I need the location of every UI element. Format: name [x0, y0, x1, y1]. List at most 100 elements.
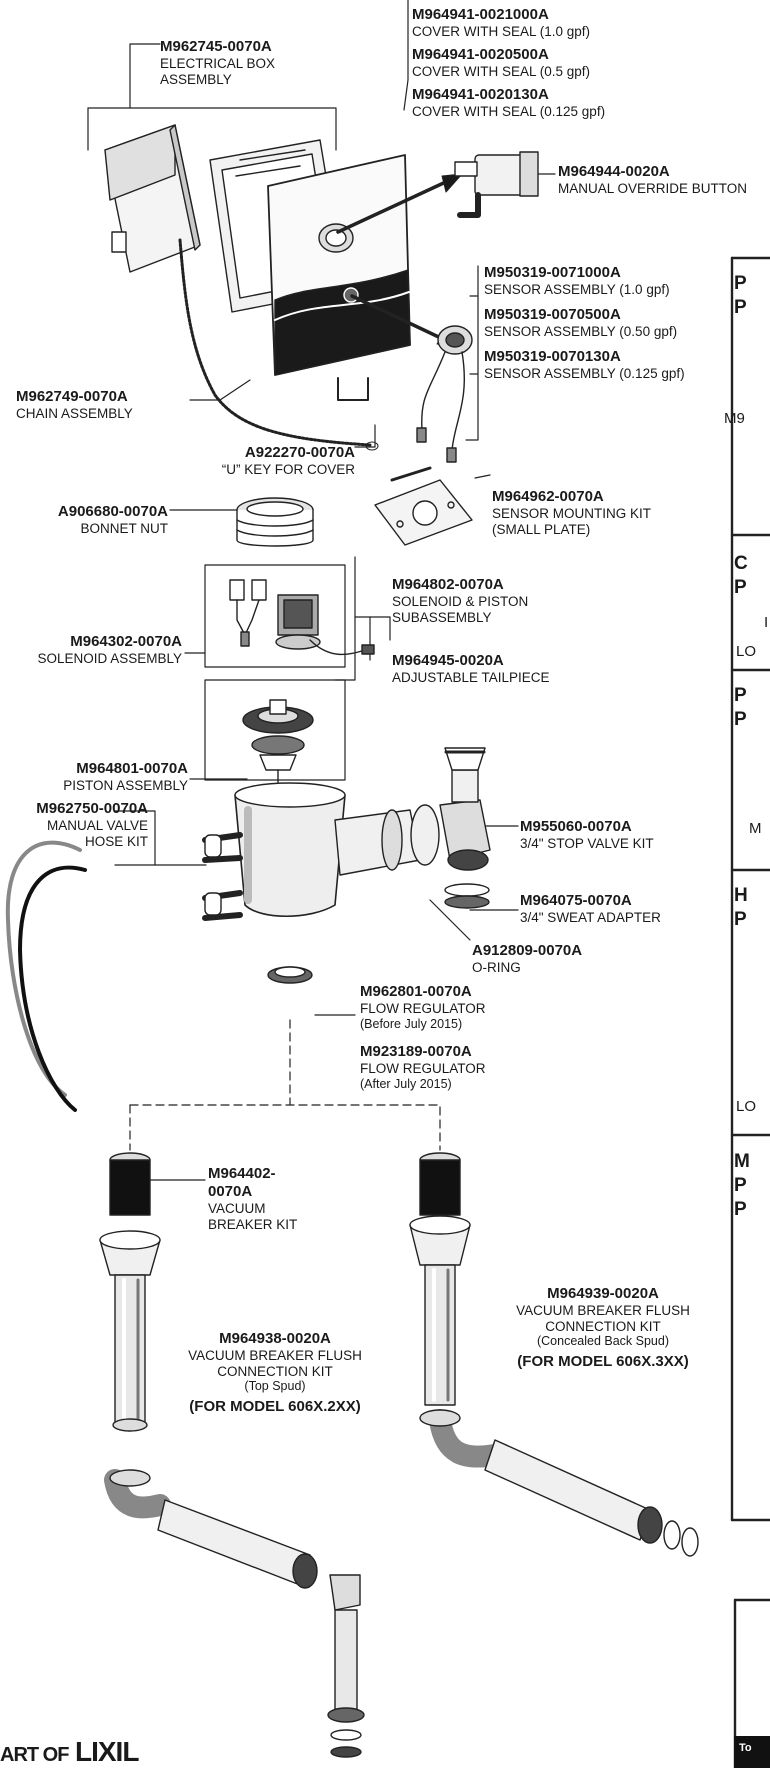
part-description: COVER WITH SEAL (1.0 gpf) — [412, 24, 591, 39]
side-panel-cell-4: H P — [734, 884, 748, 932]
part-number: M950319-0070130A — [484, 348, 621, 365]
label-bonnet-nut: A906680-0070A BONNET NUT — [20, 503, 168, 537]
label-sweat-adapter: M964075-0070A 3/4" SWEAT ADAPTER — [520, 892, 661, 926]
part-description: ADJUSTABLE TAILPIECE — [392, 670, 550, 685]
part-description: FLOW REGULATOR — [360, 1001, 486, 1016]
brand-logo: ART OF LIXIL — [0, 1736, 139, 1768]
part-description: PISTON ASSEMBLY — [63, 778, 188, 793]
solenoid-drawing — [229, 579, 375, 656]
side-fragment: LO — [736, 643, 757, 660]
sweat-adapter-drawing — [444, 883, 490, 909]
part-description: O-RING — [472, 960, 521, 975]
label-solenoid: M964302-0070A SOLENOID ASSEMBLY — [0, 633, 182, 667]
part-number: M964801-0070A — [76, 760, 188, 777]
valve-body-drawing — [202, 782, 440, 921]
part-description: VACUUM BREAKER FLUSH CONNECTION KIT — [516, 1303, 690, 1334]
side-letter: H — [734, 885, 748, 906]
label-chain: M962749-0070A CHAIN ASSEMBLY — [16, 388, 133, 422]
side-letter: P — [734, 1175, 747, 1196]
chain-drawing — [178, 238, 379, 451]
part-description: SOLENOID ASSEMBLY — [37, 651, 182, 666]
part-description: FLOW REGULATOR — [360, 1061, 486, 1076]
label-flush-top-spud: M964938-0020A VACUUM BREAKER FLUSH CONNE… — [160, 1330, 390, 1416]
brand-name: LIXIL — [75, 1736, 139, 1767]
part-number: A912809-0070A — [472, 942, 583, 959]
model-note: (FOR MODEL 606X.2XX) — [189, 1398, 361, 1415]
label-solenoid-piston: M964802-0070A SOLENOID & PISTON SUBASSEM… — [392, 576, 562, 625]
label-cover-1: M964941-0021000A COVER WITH SEAL (1.0 gp… — [412, 6, 590, 40]
side-footer-text: To — [739, 1742, 752, 1754]
vacuum-breaker-right — [419, 1152, 461, 1216]
u-key-drawing — [337, 377, 369, 401]
side-letter: P — [734, 577, 747, 598]
part-number: M962745-0070A — [160, 38, 272, 55]
label-sensor-mount: M964962-0070A SENSOR MOUNTING KIT (SMALL… — [492, 488, 667, 537]
label-vacuum-breaker: M964402-0070A VACUUM BREAKER KIT — [208, 1165, 318, 1232]
part-number: M964939-0020A — [547, 1285, 659, 1302]
side-letter: P — [734, 709, 747, 730]
bonnet-nut-drawing — [236, 497, 314, 547]
sensor-mount-drawing — [374, 466, 473, 546]
label-flush-back-spud: M964939-0020A VACUUM BREAKER FLUSH CONNE… — [488, 1285, 718, 1371]
model-note: (FOR MODEL 606X.3XX) — [517, 1353, 689, 1370]
part-description: SENSOR ASSEMBLY (0.125 gpf) — [484, 366, 685, 381]
part-note: (After July 2015) — [360, 1076, 452, 1091]
side-panel-cell-2: C P — [734, 552, 748, 600]
part-number: M964402-0070A — [208, 1165, 276, 1200]
part-number: M950319-0070500A — [484, 306, 621, 323]
side-letter: M — [734, 1151, 750, 1172]
side-letter: P — [734, 685, 747, 706]
part-number: M962749-0070A — [16, 388, 128, 405]
side-letter: P — [734, 909, 747, 930]
part-description: SOLENOID & PISTON SUBASSEMBLY — [392, 594, 529, 625]
manual-override-drawing — [454, 151, 539, 218]
label-flow-reg-after: M923189-0070A FLOW REGULATOR (After July… — [360, 1043, 486, 1092]
part-description: COVER WITH SEAL (0.5 gpf) — [412, 64, 591, 79]
flush-connection-back-spud-drawing — [409, 1215, 699, 1557]
leader-lines — [87, 0, 556, 1181]
part-description: “U” KEY FOR COVER — [221, 462, 355, 477]
part-note: (Before July 2015) — [360, 1016, 463, 1031]
side-letter: P — [734, 297, 747, 318]
label-manual-override: M964944-0020A MANUAL OVERRIDE BUTTON — [558, 163, 747, 197]
part-description: VACUUM BREAKER KIT — [208, 1201, 298, 1232]
side-fragment: M — [749, 820, 762, 837]
label-sensor-05: M950319-0070500A SENSOR ASSEMBLY (0.50 g… — [484, 306, 677, 340]
part-number: M964938-0020A — [219, 1330, 331, 1347]
part-description: COVER WITH SEAL (0.125 gpf) — [412, 104, 606, 119]
side-fragment: LO — [736, 1098, 757, 1115]
label-o-ring: A912809-0070A O-RING — [472, 942, 582, 976]
part-description: SENSOR ASSEMBLY (0.50 gpf) — [484, 324, 678, 339]
part-number: M964802-0070A — [392, 576, 504, 593]
flow-regulator-drawing — [267, 966, 313, 984]
solenoid-subassembly-box — [204, 564, 346, 781]
part-description: MANUAL VALVE HOSE KIT — [46, 818, 148, 849]
part-description: ELECTRICAL BOX ASSEMBLY — [160, 56, 276, 87]
part-number: M962750-0070A — [36, 800, 148, 817]
label-electrical-box: M962745-0070A ELECTRICAL BOX ASSEMBLY — [160, 38, 300, 87]
part-description: VACUUM BREAKER FLUSH CONNECTION KIT — [188, 1348, 362, 1379]
part-number: M964941-0021000A — [412, 6, 549, 23]
label-cover-0125: M964941-0020130A COVER WITH SEAL (0.125 … — [412, 86, 605, 120]
part-note: (Top Spud) — [244, 1379, 306, 1393]
part-description: SENSOR ASSEMBLY (1.0 gpf) — [484, 282, 670, 297]
label-tailpiece: M964945-0020A ADJUSTABLE TAILPIECE — [392, 652, 550, 686]
part-number: M962801-0070A — [360, 983, 472, 1000]
part-number: M964075-0070A — [520, 892, 632, 909]
side-letter: P — [734, 273, 747, 294]
part-description: SENSOR MOUNTING KIT (SMALL PLATE) — [492, 506, 651, 537]
side-panel-cell-5: M P P — [734, 1150, 750, 1222]
part-number: M964962-0070A — [492, 488, 604, 505]
vacuum-breaker-left — [109, 1152, 151, 1216]
part-number: M964941-0020500A — [412, 46, 549, 63]
part-number: M964944-0020A — [558, 163, 670, 180]
side-fragment: M9 — [724, 410, 745, 427]
label-cover-05: M964941-0020500A COVER WITH SEAL (0.5 gp… — [412, 46, 590, 80]
label-hose-kit: M962750-0070A MANUAL VALVE HOSE KIT — [0, 800, 148, 849]
part-description: CHAIN ASSEMBLY — [16, 406, 133, 421]
label-flow-reg-before: M962801-0070A FLOW REGULATOR (Before Jul… — [360, 983, 486, 1032]
side-panel-cell-3: P P — [734, 684, 747, 732]
part-number: M955060-0070A — [520, 818, 632, 835]
